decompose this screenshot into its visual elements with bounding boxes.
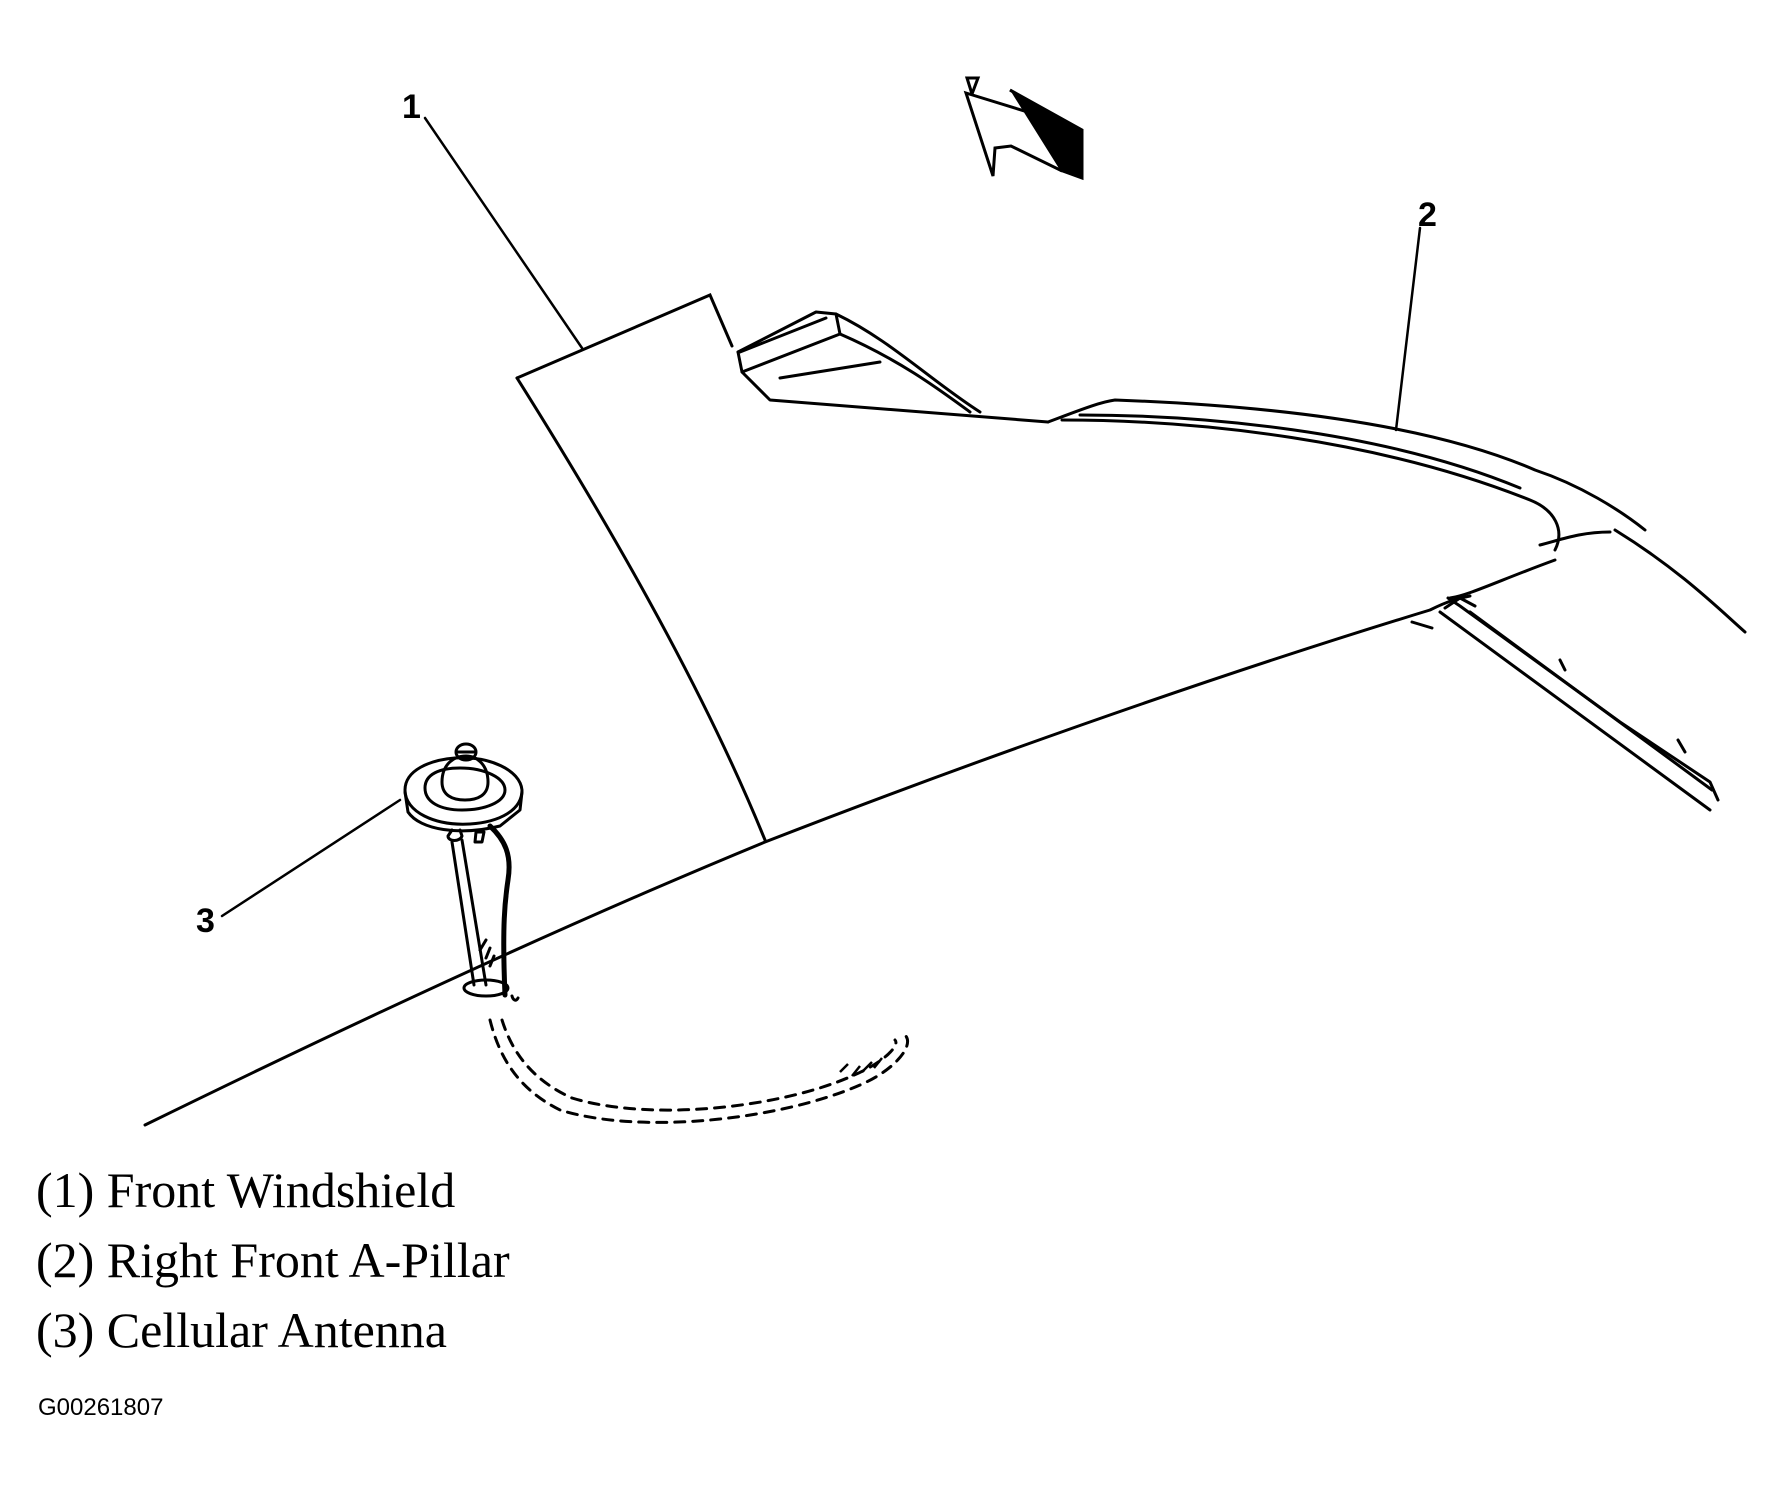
legend-item-front-windshield: (1) Front Windshield [36, 1162, 456, 1218]
forward-direction-arrow-icon [963, 76, 1084, 181]
callout-1: 1 [402, 88, 421, 126]
leader-lines [220, 116, 1422, 918]
cowl-strip [1410, 596, 1720, 812]
a-pillar [1046, 398, 1747, 634]
windshield-outline [515, 293, 767, 842]
legend-item-right-front-a-pillar: (2) Right Front A-Pillar [36, 1232, 510, 1288]
figure-id: G00261807 [38, 1394, 164, 1421]
legend-item-cellular-antenna: (3) Cellular Antenna [36, 1302, 447, 1358]
cellular-antenna-icon [403, 742, 524, 1002]
legend: (1) Front Windshield (2) Right Front A-P… [36, 1155, 510, 1365]
callout-3: 3 [196, 902, 215, 940]
cable-connector [839, 1057, 883, 1077]
leader-line-2 [1394, 226, 1422, 432]
hidden-cable-path [488, 1018, 910, 1124]
leader-line-3 [220, 798, 402, 918]
body-line [143, 594, 1472, 1127]
leader-line-1 [423, 116, 584, 350]
roof-molding [736, 310, 1050, 424]
callout-2: 2 [1418, 196, 1437, 234]
